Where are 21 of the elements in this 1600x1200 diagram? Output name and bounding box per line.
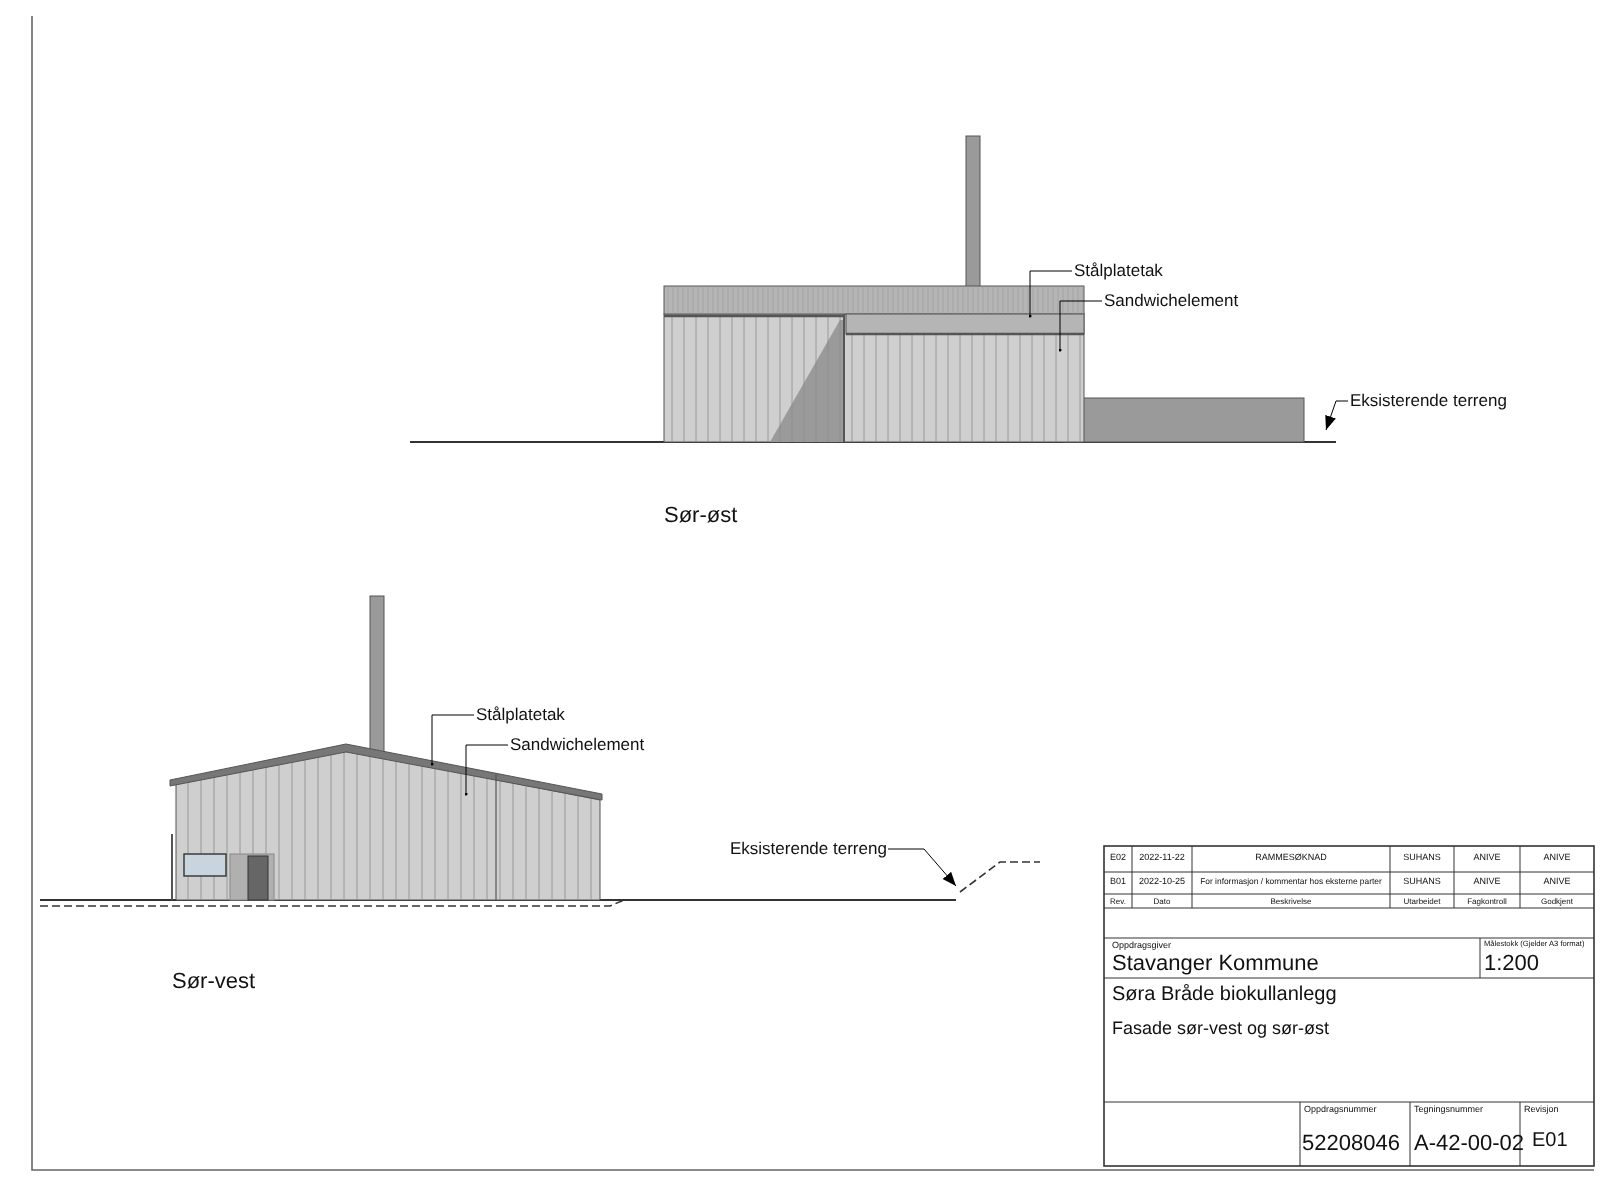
leader-line (464, 744, 509, 796)
leader-line (1058, 300, 1103, 352)
drawing-number: A-42-00-02 (1414, 1134, 1525, 1156)
revision-value: E01 (1532, 1132, 1568, 1152)
callout-label: Eksisterende terreng (730, 840, 887, 857)
callout-label: Sandwichelement (1104, 292, 1239, 309)
project-number: 52208046 (1302, 1134, 1400, 1156)
leader-line (1325, 400, 1349, 431)
scale-value: 1:200 (1484, 954, 1540, 976)
project-title: Søra Bråde biokullanlegg (1112, 986, 1337, 1006)
view-title: Sør-vest (172, 972, 256, 994)
leader-line (1028, 270, 1073, 318)
leader-line (430, 714, 475, 766)
callout-label: Sandwichelement (510, 736, 645, 753)
leader-line (887, 848, 957, 887)
drawing-title: Fasade sør-vest og sør-øst (1112, 1020, 1330, 1038)
callout-label: Stålplatetak (1074, 262, 1163, 279)
client-name: Stavanger Kommune (1112, 954, 1319, 976)
callout-label: Eksisterende terreng (1350, 392, 1507, 409)
view-title: Sør-øst (664, 506, 738, 528)
callout-label: Stålplatetak (476, 706, 565, 723)
